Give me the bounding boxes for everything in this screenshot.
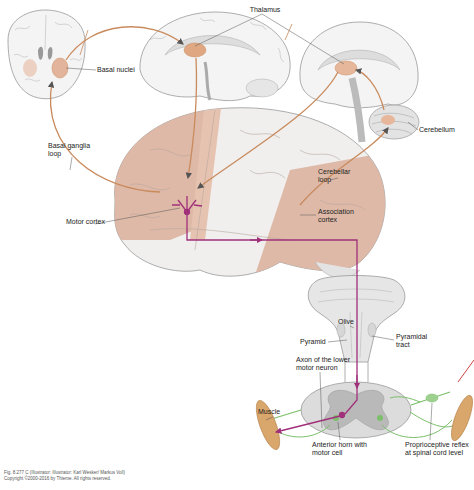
part-label: Cerebellum	[419, 126, 471, 134]
leader-lines-part	[95, 208, 180, 224]
loop-pathways-part	[80, 24, 292, 55]
pyramidal-neuron-path	[172, 196, 357, 432]
coronal-section-part	[52, 58, 68, 78]
muscle-part	[447, 393, 474, 443]
coronal-section-part	[38, 47, 53, 60]
leader-lines-part	[328, 340, 347, 342]
lateral-brain-part-part	[250, 150, 400, 290]
part-label: Muscle	[258, 408, 290, 416]
brainstem-part	[337, 323, 345, 337]
part-label: Anterior horn with motor cell	[312, 441, 370, 457]
leader-lines-part	[262, 14, 344, 64]
part-label: Motor cortex	[66, 218, 118, 226]
coronal-section-part	[23, 59, 37, 77]
sagittal-section-part	[150, 18, 284, 62]
loop-pathways-part	[50, 82, 160, 192]
sagittal-cerebellum-section-part	[335, 61, 357, 75]
part-label: Basal ganglia loop	[48, 142, 94, 158]
sagittal-section	[140, 12, 290, 101]
loop-pathways-part	[198, 72, 338, 188]
sagittal-section-part	[184, 43, 206, 57]
muscle	[252, 360, 474, 452]
leader-lines-part	[338, 422, 340, 440]
loop-pathways-part	[188, 58, 197, 178]
brainstem-part	[368, 323, 376, 337]
pyramidal-neuron-path-part	[356, 375, 357, 388]
leader-lines-part	[320, 372, 322, 428]
leader-lines-part	[66, 68, 96, 70]
muscle-part	[252, 398, 285, 452]
loop-pathways-part	[300, 128, 388, 205]
credit-note: Copyright ©2000-2016 by Thieme. All righ…	[4, 476, 224, 481]
sagittal-section-part	[165, 35, 260, 55]
pyramidal-neuron-path-part	[340, 413, 345, 418]
muscle-part	[458, 360, 474, 382]
lateral-brain	[100, 100, 400, 290]
spinal-cord-part	[426, 394, 438, 402]
lateral-brain-part	[100, 100, 400, 290]
leader-lines	[66, 14, 432, 440]
leader-lines-part	[430, 403, 432, 440]
brainstem-part	[318, 289, 394, 358]
loop-pathways-part	[356, 70, 384, 110]
spinal-cord-part	[390, 397, 455, 427]
sagittal-cerebellum-section-part	[352, 78, 362, 142]
pyramidal-neuron-path-part	[276, 416, 340, 432]
sagittal-cerebellum-section-part	[372, 113, 416, 134]
part-label: Proprioceptive reflex at spinal cord lev…	[405, 441, 471, 457]
part-label: Thalamus	[240, 6, 290, 14]
leader-lines-part	[372, 336, 394, 340]
coronal-section-part	[14, 15, 82, 81]
part-label: Axon of the lower motor neuron	[296, 356, 352, 372]
leader-lines-part	[195, 14, 262, 46]
sagittal-section-part	[246, 79, 278, 97]
pyramidal-neuron-path-part	[185, 210, 190, 215]
part-label: Pyramid	[300, 338, 330, 346]
leader-lines-part	[300, 215, 316, 216]
sagittal-section-part	[140, 12, 290, 101]
part-label: Olive	[338, 318, 368, 326]
leader-lines-part	[70, 157, 72, 170]
leader-lines-part	[266, 417, 273, 420]
spinal-cord-part	[275, 420, 452, 438]
sagittal-section-part	[205, 62, 210, 100]
spinal-cord-part	[324, 390, 389, 430]
leader-lines-part	[350, 326, 354, 328]
spinal-cord	[262, 382, 455, 438]
leader-lines-part	[408, 122, 418, 130]
spinal-cord-part	[377, 415, 383, 421]
spinal-cord-part	[262, 392, 450, 422]
coronal-section	[8, 10, 85, 99]
part-label: Pyramidal tract	[396, 333, 436, 349]
sagittal-cerebellum-section-part	[369, 105, 419, 139]
spinal-cord-part	[301, 382, 411, 438]
lateral-brain-part-part	[130, 110, 365, 250]
credit-note: Fig. 8.277 C (Illustrator: Illustrator: …	[4, 470, 224, 475]
part-label: Cerebellar loop	[318, 168, 360, 184]
part-label: Association cortex	[318, 208, 364, 224]
pyramidal-neuron-path-part	[250, 239, 262, 240]
part-label: Basal nuclei	[97, 66, 152, 74]
loop-pathways	[50, 24, 388, 205]
pyramidal-neuron-path-part	[187, 212, 357, 414]
coronal-section-part	[8, 10, 85, 99]
sagittal-cerebellum-section-part	[381, 115, 395, 125]
sagittal-cerebellum-section-part	[318, 50, 400, 70]
